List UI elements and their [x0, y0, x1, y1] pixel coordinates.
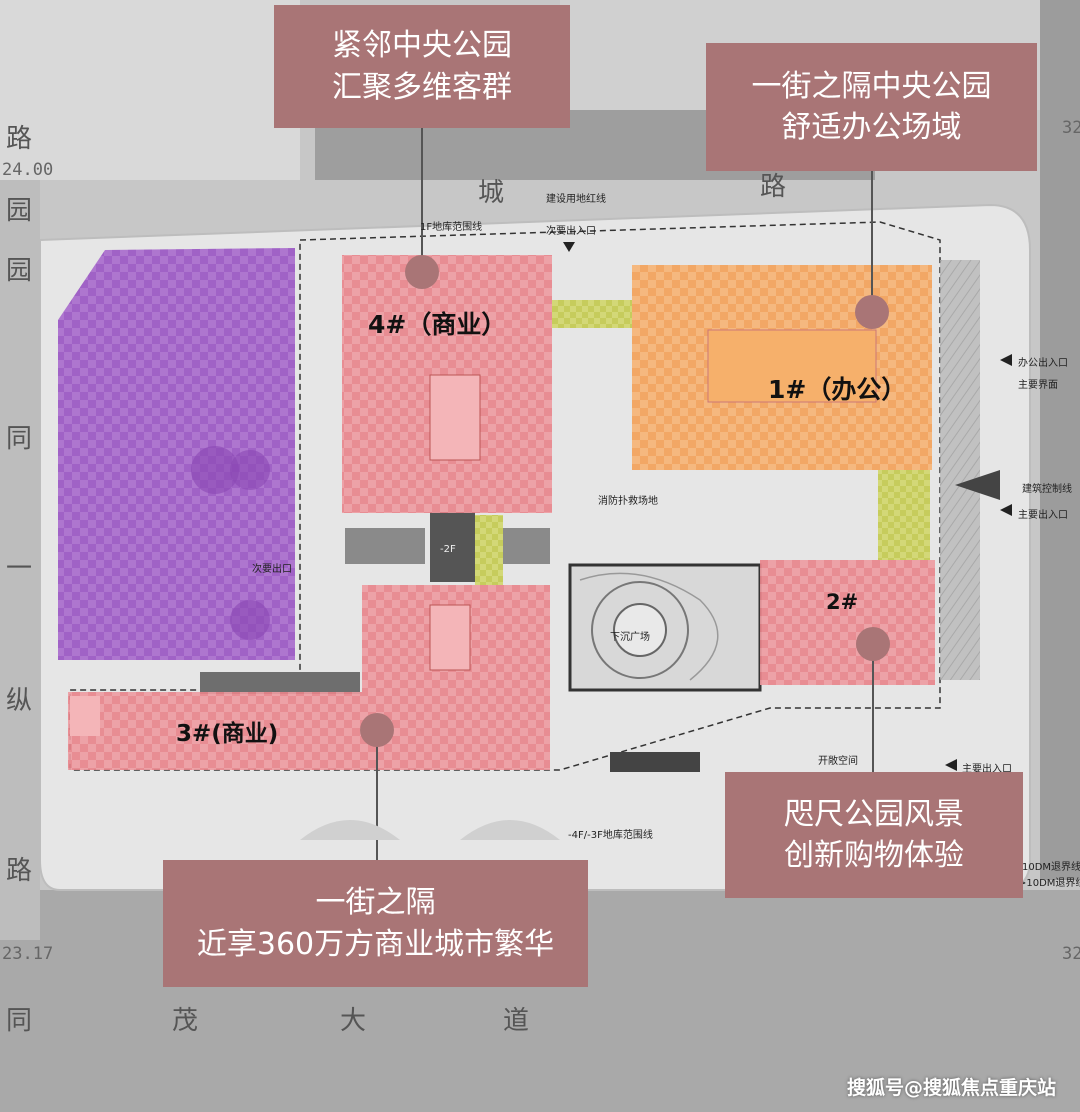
- building-1-core: [707, 329, 877, 403]
- road-char-top-2: 路: [760, 172, 787, 202]
- label-basement-1f: 1F地库范围线: [420, 222, 483, 233]
- stair-bottom: [610, 752, 700, 772]
- callout-top-right: 一街之隔中央公园 舒适办公场域: [706, 43, 1037, 171]
- building-3-label: 3#(商业): [176, 721, 279, 747]
- callout-top-left: 紧邻中央公园 汇聚多维客群: [274, 5, 570, 128]
- road-char-left-4: 同: [6, 424, 33, 454]
- callout-bottom-right: 咫尺公园风景 创新购物体验: [725, 772, 1023, 898]
- callout-bottom-right-line1: 咫尺公园风景: [784, 796, 964, 832]
- arrow-sec-entry: [563, 242, 575, 252]
- label-setback-2: >10DM退界线: [1018, 878, 1080, 889]
- building-4-core: [429, 374, 481, 461]
- label-basement-4f: -4F/-3F地库范围线: [568, 830, 653, 841]
- callout-bottom-left: 一街之隔 近享360万方商业城市繁华: [163, 860, 588, 987]
- road-char-bottom-3: 道: [503, 1006, 530, 1036]
- hatch-right: [940, 260, 980, 680]
- label-sec-entry-top: 次要出入口: [546, 226, 596, 237]
- tree-c: [230, 600, 270, 640]
- arrow-main-entry-bottom: [945, 759, 957, 771]
- dark-strip-bottom: [200, 672, 360, 694]
- label-bldg-control: 建筑控制线: [1022, 484, 1072, 495]
- left-road: [0, 180, 40, 940]
- label-setback-1: 10DM退界线: [1022, 862, 1080, 873]
- callout-top-left-line2: 汇聚多维客群: [332, 69, 512, 105]
- plaza-curve: [579, 572, 719, 681]
- tree-bottom-1: [300, 820, 400, 840]
- label-fire-rescue: 消防扑救场地: [598, 496, 658, 507]
- label-main-entry-bottom: 主要出入口: [962, 764, 1012, 775]
- arrow-office-entry: [1000, 354, 1012, 366]
- plaza-circle-inner: [613, 603, 667, 657]
- connector-4-3: [475, 515, 503, 585]
- stair-core: [430, 512, 475, 582]
- road-char-left-7: 路: [6, 856, 33, 886]
- building-2-label: 2#: [826, 590, 859, 614]
- plaza-circle-outer: [591, 581, 689, 679]
- elevation-top-left: 24.00: [2, 160, 54, 180]
- dot-bottom-left: [360, 713, 394, 747]
- watermark: 搜狐号@搜狐焦点重庆站: [846, 1077, 1056, 1099]
- callout-top-right-line1: 一街之隔中央公园: [751, 68, 992, 104]
- building-2: [760, 560, 935, 685]
- label-main-interface: 主要界面: [1018, 380, 1058, 391]
- site-redline: [69, 221, 941, 771]
- label-office-entry: 办公出入口: [1018, 358, 1068, 369]
- label-opening-area: 开敞空间: [818, 756, 858, 767]
- building-3-end: [70, 696, 100, 736]
- callout-top-right-line2: 舒适办公场域: [781, 110, 962, 145]
- callout-bottom-left-line2: 近享360万方商业城市繁华: [196, 926, 555, 962]
- road-char-left-3: 园: [6, 256, 33, 286]
- road-char-left-8: 同: [6, 1006, 33, 1036]
- road-char-left-5: 一: [6, 554, 33, 584]
- callout-top-left-line1: 紧邻中央公园: [332, 28, 512, 64]
- control-line-arrow: [955, 470, 1000, 500]
- road-char-left-6: 纵: [6, 686, 33, 716]
- dot-bottom-right: [856, 627, 890, 661]
- callout-bottom-left-line1: 一街之隔: [315, 885, 436, 921]
- road-char-left-1: 路: [6, 124, 33, 154]
- road-char-bottom-1: 茂: [172, 1006, 199, 1036]
- building-3-core: [429, 604, 471, 671]
- top-left-block: [0, 0, 300, 180]
- right-edge-top: 32: [1062, 118, 1080, 138]
- escalator-left: [345, 528, 425, 564]
- road-char-bottom-2: 大: [340, 1006, 367, 1036]
- purple-building: [58, 248, 295, 660]
- elevation-bottom-left: 23.17: [2, 944, 54, 964]
- label-main-entry-right: 主要出入口: [1018, 510, 1068, 521]
- callout-bottom-right-line2: 创新购物体验: [784, 838, 964, 873]
- right-edge-strip: [1040, 0, 1080, 880]
- label-sec-entry-left: 次要出口: [252, 564, 292, 575]
- right-edge-bottom: 32: [1062, 944, 1080, 964]
- connector-1-2: [878, 470, 930, 560]
- road-char-left-2: 园: [6, 196, 33, 226]
- label-level-b2: -2F: [440, 544, 456, 555]
- building-4-label: 4#（商业）: [368, 310, 507, 339]
- arrow-main-entry-right: [1000, 504, 1012, 516]
- connector-4-1: [552, 300, 632, 328]
- tree-a: [191, 446, 239, 494]
- dot-top-left: [405, 255, 439, 289]
- tree-bottom-2: [460, 820, 560, 840]
- label-redline: 建设用地红线: [546, 194, 606, 205]
- tree-b: [230, 450, 270, 490]
- road-char-top-1: 城: [478, 178, 505, 208]
- building-1-label: 1#（办公）: [768, 375, 907, 404]
- dot-top-right: [855, 295, 889, 329]
- label-sunken-plaza: 下沉广场: [610, 632, 650, 643]
